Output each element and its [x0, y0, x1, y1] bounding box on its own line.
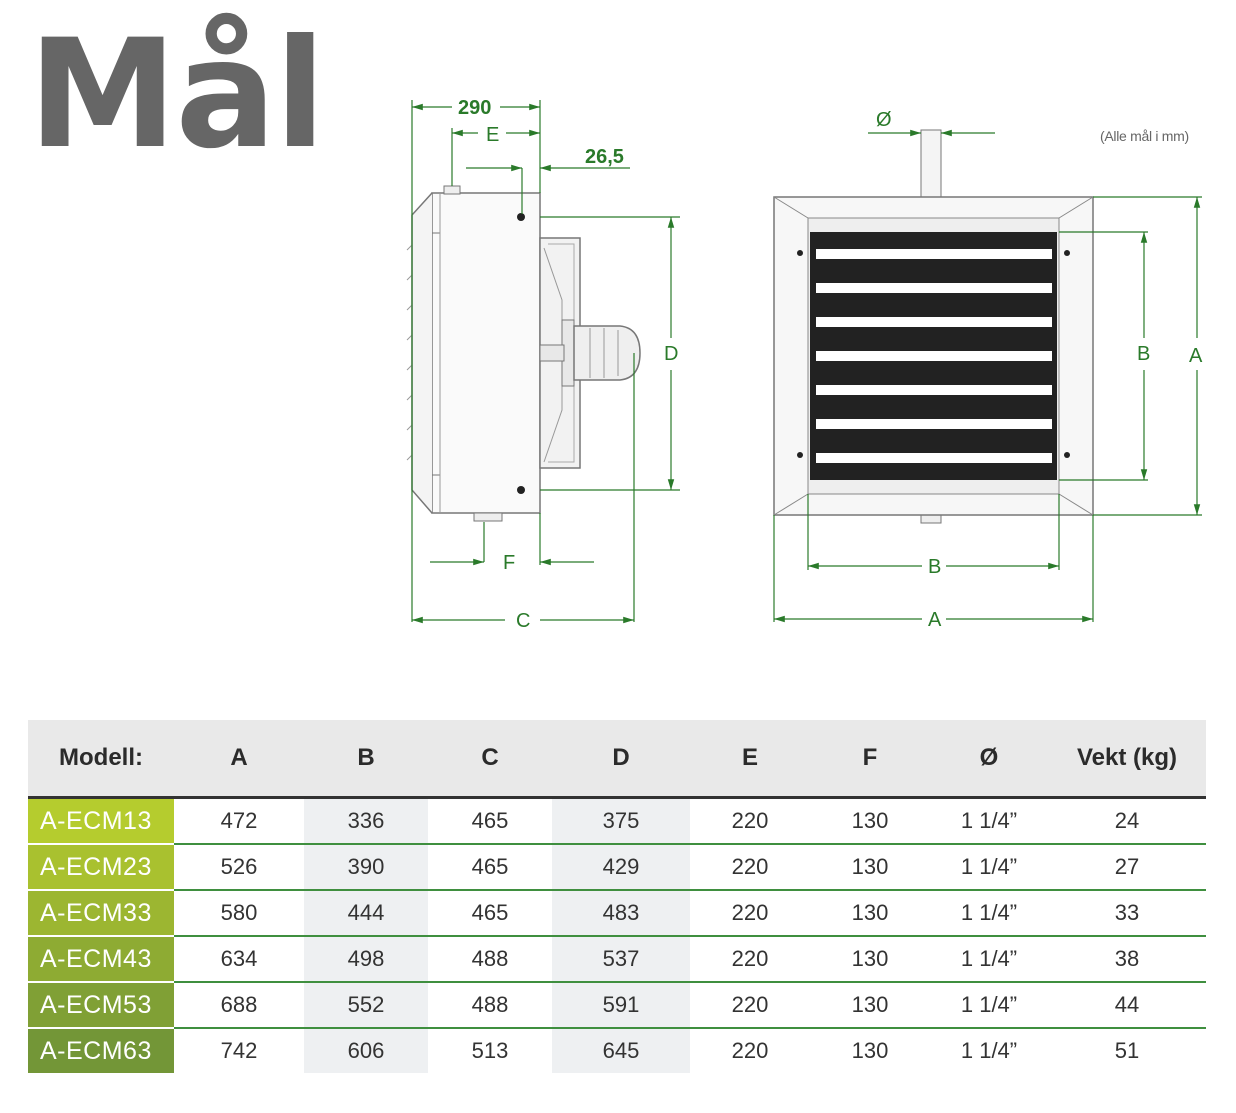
header-f: F: [810, 720, 930, 799]
value-cell: 390: [304, 844, 428, 891]
model-cell: A-ECM43: [28, 936, 174, 983]
value-cell: 38: [1048, 936, 1206, 983]
value-cell: 472: [174, 797, 304, 845]
label-a-horizontal: A: [928, 609, 942, 631]
label-26-5: 26,5: [585, 146, 624, 168]
label-e: E: [486, 124, 499, 146]
table-header-row: Modell: A B C D E F Ø Vekt (kg): [28, 720, 1206, 799]
value-cell: 220: [690, 982, 810, 1029]
value-cell: 130: [810, 982, 930, 1029]
value-cell: 375: [552, 797, 690, 845]
label-b-horizontal: B: [928, 556, 941, 578]
value-cell: 27: [1048, 844, 1206, 891]
value-cell: 742: [220, 1038, 258, 1063]
value-cell: 1 1/4”: [960, 1038, 1018, 1063]
table-row: A-ECM63 742 606 513 645 220 130 1 1/4” 51: [28, 1028, 1206, 1073]
side-view: 290 E 26,5 D F C: [406, 97, 680, 632]
label-b-vertical: B: [1137, 343, 1150, 365]
value-cell: 24: [1048, 797, 1206, 845]
value-cell: 220: [690, 936, 810, 983]
value-cell: 1 1/4”: [930, 936, 1048, 983]
model-cell: A-ECM33: [28, 890, 174, 937]
header-diameter: Ø: [930, 720, 1048, 799]
value-cell: 130: [851, 1038, 889, 1063]
value-cell: 220: [690, 844, 810, 891]
value-cell: 33: [1048, 890, 1206, 937]
value-cell: 488: [428, 982, 552, 1029]
dimension-drawing: 290 E 26,5 D F C: [406, 97, 1203, 632]
value-cell: 220: [690, 890, 810, 937]
value-cell: 130: [810, 844, 930, 891]
header-weight: Vekt (kg): [1048, 720, 1206, 799]
value-cell: 130: [810, 890, 930, 937]
model-cell: A-ECM63: [28, 1028, 174, 1073]
value-cell: 513: [471, 1038, 509, 1063]
value-cell: 498: [304, 936, 428, 983]
value-cell: 1 1/4”: [930, 844, 1048, 891]
front-view: Ø B A B A: [773, 109, 1203, 631]
value-cell: 483: [552, 890, 690, 937]
label-a-vertical: A: [1189, 345, 1203, 367]
value-cell: 465: [428, 890, 552, 937]
value-cell: 44: [1048, 982, 1206, 1029]
header-d: D: [552, 720, 690, 799]
value-cell: 526: [174, 844, 304, 891]
model-cell: A-ECM53: [28, 982, 174, 1029]
value-cell: 1 1/4”: [930, 890, 1048, 937]
value-cell: 220: [690, 797, 810, 845]
value-cell: 51: [1114, 1038, 1140, 1063]
value-cell: 1 1/4”: [930, 797, 1048, 845]
label-f: F: [503, 552, 515, 574]
header-b: B: [304, 720, 428, 799]
header-model: Modell:: [28, 720, 174, 799]
units-note: (Alle mål i mm): [1100, 128, 1189, 144]
value-cell: 1 1/4”: [930, 982, 1048, 1029]
label-diameter: Ø: [876, 109, 892, 131]
value-cell: 220: [731, 1038, 769, 1063]
page-title: Mål: [28, 8, 326, 182]
value-cell: 634: [174, 936, 304, 983]
value-cell: 429: [552, 844, 690, 891]
model-cell: A-ECM23: [28, 844, 174, 891]
label-290: 290: [458, 97, 491, 119]
header-c: C: [428, 720, 552, 799]
header-a: A: [174, 720, 304, 799]
label-d: D: [664, 343, 678, 365]
model-cell: A-ECM13: [28, 797, 174, 845]
label-c: C: [516, 610, 530, 632]
value-cell: 606: [304, 1028, 428, 1073]
value-cell: 688: [174, 982, 304, 1029]
value-cell: 465: [428, 844, 552, 891]
header-e: E: [690, 720, 810, 799]
value-cell: 444: [304, 890, 428, 937]
value-cell: 645: [552, 1028, 690, 1073]
value-cell: 465: [428, 797, 552, 845]
value-cell: 130: [810, 797, 930, 845]
value-cell: 580: [174, 890, 304, 937]
value-cell: 537: [552, 936, 690, 983]
value-cell: 336: [304, 797, 428, 845]
value-cell: 552: [304, 982, 428, 1029]
value-cell: 130: [810, 936, 930, 983]
value-cell: 591: [552, 982, 690, 1029]
value-cell: 488: [428, 936, 552, 983]
